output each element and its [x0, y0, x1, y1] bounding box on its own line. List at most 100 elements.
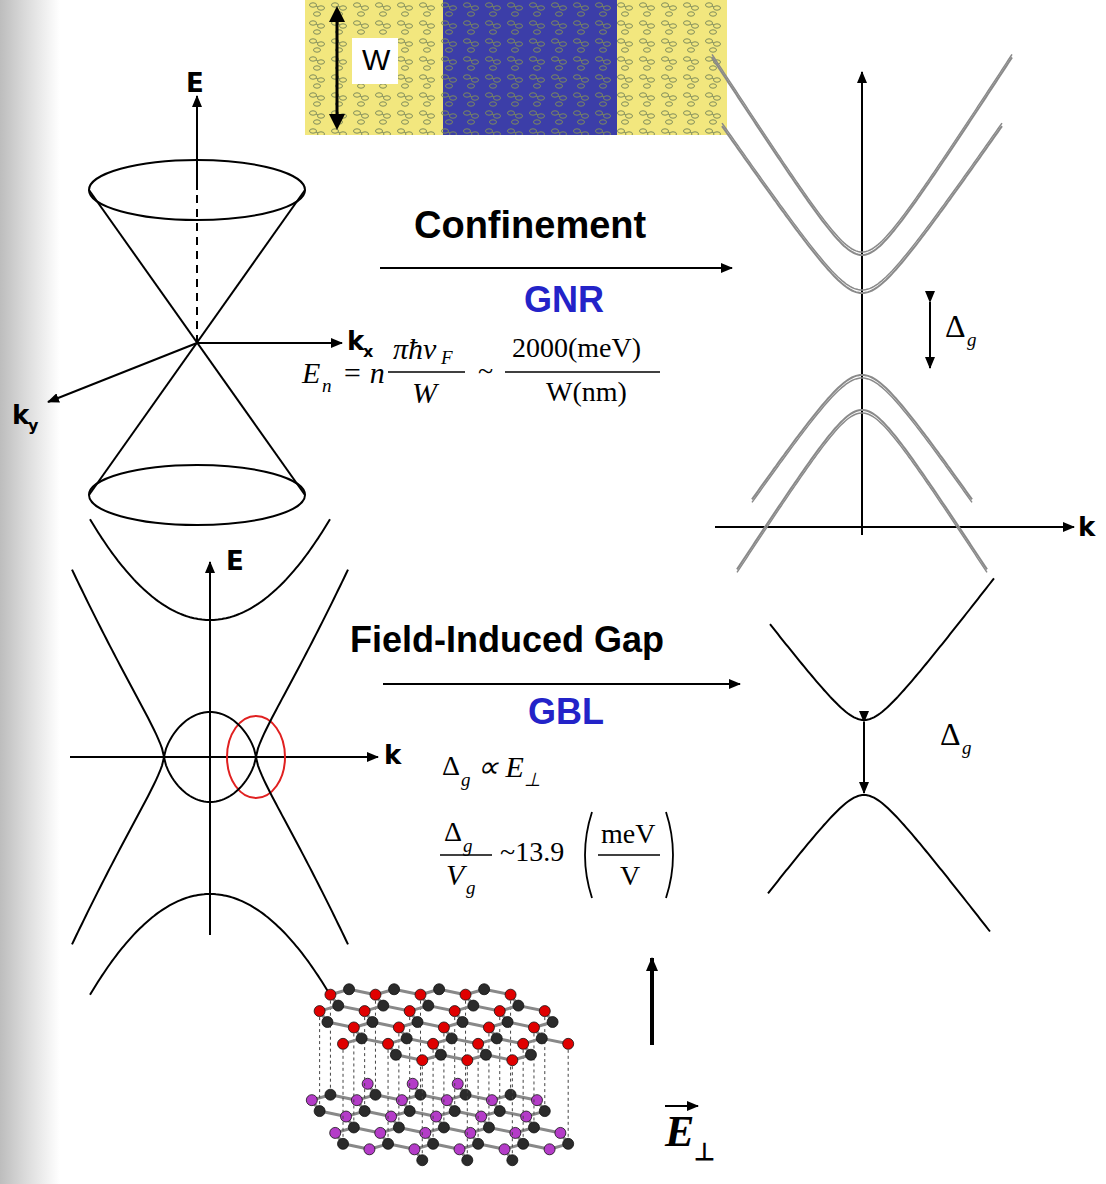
axis-label: k: [384, 742, 401, 768]
lattice-atom: [428, 1038, 439, 1049]
lattice-atom: [356, 1033, 367, 1044]
lattice-atom: [479, 984, 490, 995]
formula-text: ~: [478, 357, 493, 385]
formula-text: W(nm): [546, 378, 627, 406]
lattice-atom: [389, 984, 400, 995]
lattice-atom: [449, 1106, 460, 1117]
interlayer-line: [512, 1066, 513, 1154]
lattice-atom: [338, 1138, 349, 1149]
lattice-atom: [563, 1038, 574, 1049]
lattice-atom: [547, 1017, 558, 1028]
width-label: W: [362, 45, 390, 75]
subband-curve: [737, 413, 987, 572]
gap-arrow: [929, 302, 931, 368]
lattice-atom: [539, 1006, 550, 1017]
interlayer-line: [454, 1017, 455, 1105]
lattice-atom: [460, 989, 471, 1000]
lattice-atom: [483, 1122, 494, 1133]
lattice-atom: [449, 1006, 460, 1017]
interlayer-line: [422, 1066, 423, 1154]
lattice-atom: [396, 1095, 407, 1106]
interlayer-line: [443, 1033, 444, 1121]
lattice-atom: [452, 1078, 463, 1089]
fraction-bar: [388, 371, 465, 373]
lattice-atom: [457, 1017, 468, 1028]
lattice-atom: [494, 1106, 505, 1117]
lattice-atom: [505, 989, 516, 1000]
process-arrow: [380, 267, 732, 269]
lattice-atom: [494, 1006, 505, 1017]
gap-subscript: g: [967, 330, 977, 349]
lattice-atom: [330, 1127, 341, 1138]
lattice-atom: [375, 1127, 386, 1138]
lattice-atom: [407, 1078, 418, 1089]
formula-text: = n: [342, 358, 385, 388]
formula-subscript: ⊥: [524, 770, 541, 789]
lattice-atom: [348, 1022, 359, 1033]
interlayer-line: [568, 1050, 569, 1138]
lattice-atom: [359, 1106, 370, 1117]
interlayer-line: [467, 1066, 468, 1154]
bilayer-band: [90, 894, 330, 995]
lattice-atom: [359, 1006, 370, 1017]
lattice-atom: [333, 1000, 344, 1011]
width-arrow-heads: [329, 6, 345, 130]
lattice-atom: [518, 1138, 529, 1149]
interlayer-line: [420, 1001, 421, 1089]
lattice-atom: [409, 1144, 420, 1155]
lattice-atom: [460, 1089, 471, 1100]
interlayer-line: [330, 1001, 331, 1089]
lattice-atom: [417, 1155, 428, 1166]
lattice-atom: [370, 1089, 381, 1100]
bilayer-lattice: [306, 984, 573, 1166]
lattice-atom: [507, 1055, 518, 1066]
gap-arrow: [863, 722, 865, 793]
lattice-atom: [473, 1138, 484, 1149]
energy-axis: [861, 72, 863, 535]
lattice-atom: [441, 1095, 452, 1106]
lattice-atom: [555, 1127, 566, 1138]
formula-text: ~13.9: [500, 838, 564, 866]
bilayer-band: [72, 570, 348, 757]
lattice-atom: [412, 1017, 423, 1028]
lattice-atom: [364, 1144, 375, 1155]
axis-label: k: [347, 328, 364, 354]
lattice-atom: [510, 1127, 521, 1138]
lattice-atom: [563, 1138, 574, 1149]
lattice-atom: [351, 1095, 362, 1106]
lattice-atom: [314, 1006, 325, 1017]
interlayer-line: [523, 1050, 524, 1138]
lattice-atom: [415, 1089, 426, 1100]
lattice-atom: [521, 1111, 532, 1122]
interlayer-line: [353, 1033, 354, 1121]
lattice-atom: [404, 1006, 415, 1017]
lattice-atom: [348, 1122, 359, 1133]
lattice-atom: [539, 1106, 550, 1117]
formula-subscript: g: [461, 770, 471, 789]
formula-text: ∝ E: [477, 752, 524, 782]
energy-axis: [209, 562, 211, 935]
band-curves: [72, 54, 1012, 994]
lattice-atom: [462, 1155, 473, 1166]
formula-text: Δ: [444, 818, 462, 846]
parenthesis: [666, 812, 673, 898]
lattice-atom: [370, 989, 381, 1000]
lattice-atom: [491, 1033, 502, 1044]
formula-text: V: [446, 860, 464, 890]
lattice-atom: [325, 989, 336, 1000]
subband-curve: [712, 57, 1012, 255]
subband-curve: [752, 375, 972, 499]
interlayer-line: [398, 1033, 399, 1121]
interlayer-line: [478, 1050, 479, 1138]
axis-label: k: [1078, 514, 1095, 540]
interlayer-line: [388, 1050, 389, 1138]
ribbon-lattice: [305, 0, 727, 135]
bilayer-band: [90, 519, 330, 620]
kx-axis: [197, 342, 342, 344]
interlayer-line: [319, 1017, 320, 1105]
axis-label: E: [186, 70, 204, 96]
lattice-atom: [446, 1033, 457, 1044]
lattice-atom: [423, 1000, 434, 1011]
lattice-atom: [383, 1038, 394, 1049]
lattice-atom: [314, 1106, 325, 1117]
